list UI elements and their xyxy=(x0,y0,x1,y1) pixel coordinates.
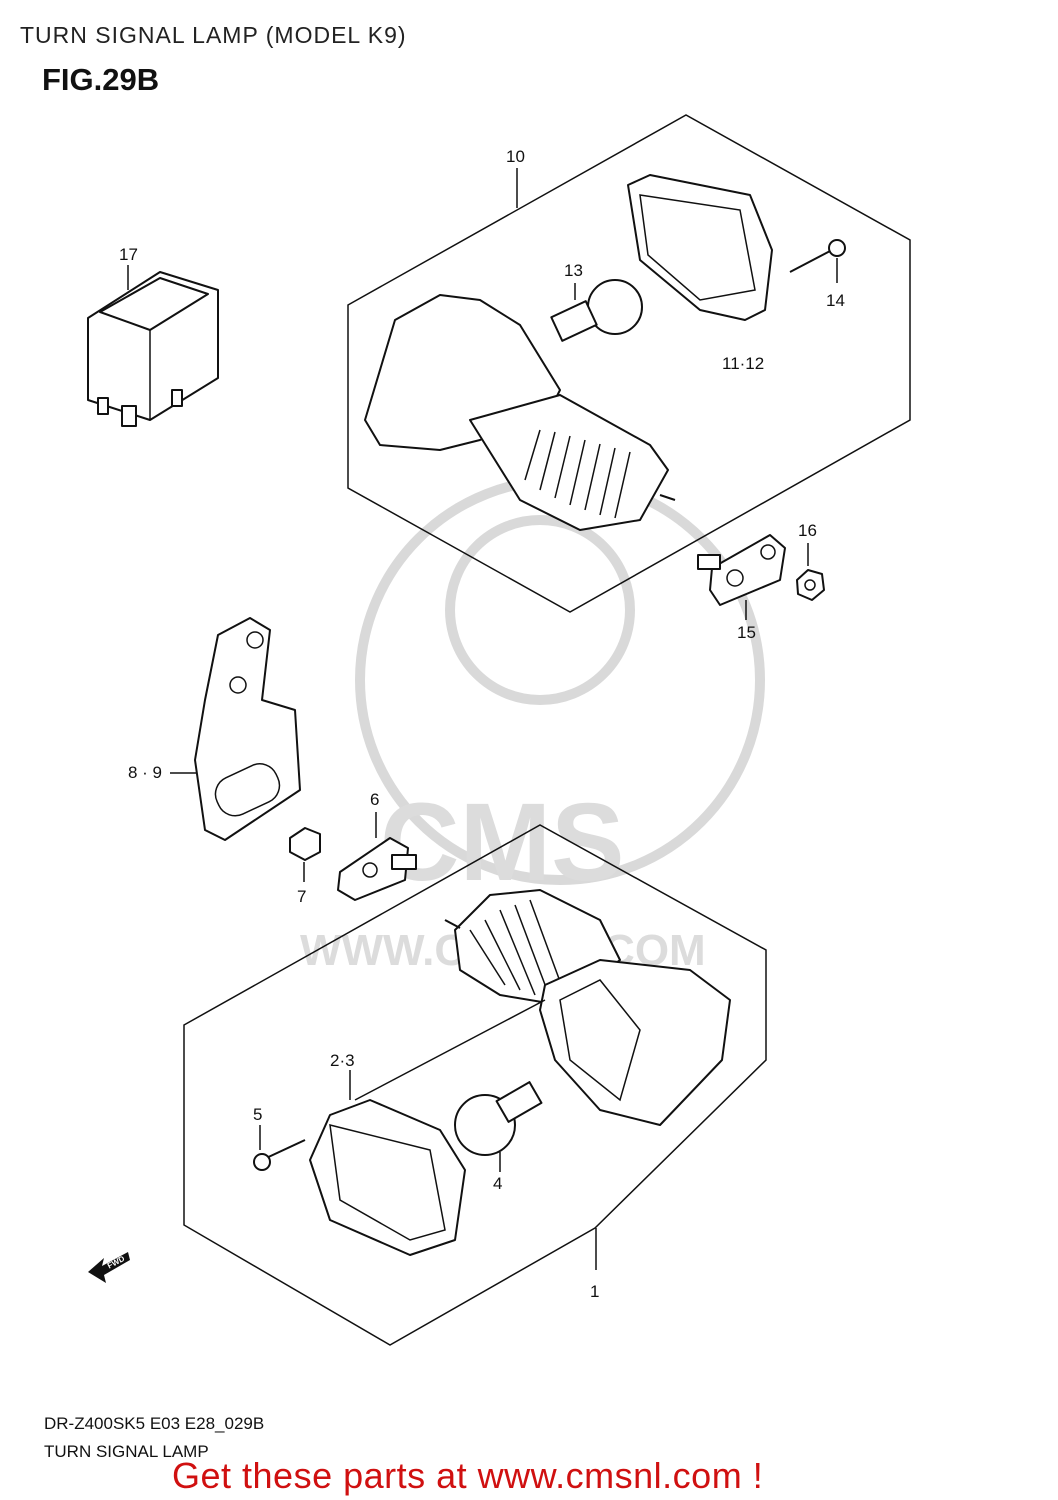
lower-bellows xyxy=(469,899,566,999)
promo-link[interactable]: Get these parts at www.cmsnl.com ! xyxy=(172,1455,764,1496)
label-part-10: 10 xyxy=(506,147,525,166)
label-part-15: 15 xyxy=(737,623,756,642)
bracket-8-9 xyxy=(170,617,301,841)
screw-5 xyxy=(253,1125,306,1171)
label-part-5: 5 xyxy=(253,1105,262,1124)
label-part-4: 4 xyxy=(493,1174,502,1193)
label-part-2-3: 2·3 xyxy=(330,1051,355,1070)
forward-arrow-icon xyxy=(88,1252,130,1283)
label-part-7: 7 xyxy=(297,887,306,906)
diagram-code: DR-Z400SK5 E03 E28_029B xyxy=(44,1414,265,1433)
lower-lamp-assembly-box xyxy=(183,824,767,1346)
label-part-11-12: 11·12 xyxy=(722,354,764,373)
label-part-17: 17 xyxy=(119,245,138,264)
watermark-brand: CMS xyxy=(380,781,624,904)
bulb-4 xyxy=(454,1081,543,1172)
lower-lamp-housing xyxy=(444,889,731,1126)
label-part-8-9: 8 · 9 xyxy=(128,763,162,782)
label-part-13: 13 xyxy=(564,261,583,280)
label-part-6: 6 xyxy=(370,790,379,809)
lower-lens-2-3 xyxy=(309,999,546,1256)
diagram-name: TURN SIGNAL LAMP xyxy=(44,1442,209,1461)
nut-7 xyxy=(289,827,321,882)
label-part-16: 16 xyxy=(798,521,817,540)
label-part-14: 14 xyxy=(826,291,845,310)
upper-lamp-assembly-box xyxy=(347,114,911,613)
relay-17 xyxy=(87,265,219,427)
figure-number: FIG.29B xyxy=(42,62,160,97)
grommet-6 xyxy=(337,812,417,901)
label-part-1: 1 xyxy=(590,1282,599,1301)
bulb-13 xyxy=(550,279,643,342)
screw-14 xyxy=(789,239,846,283)
page-title: TURN SIGNAL LAMP (MODEL K9) xyxy=(20,22,407,48)
upper-lamp-housing xyxy=(364,294,676,531)
upper-bellows xyxy=(524,429,631,519)
upper-lens xyxy=(627,174,773,321)
nut-16 xyxy=(796,543,825,601)
grommet-15 xyxy=(697,534,786,620)
